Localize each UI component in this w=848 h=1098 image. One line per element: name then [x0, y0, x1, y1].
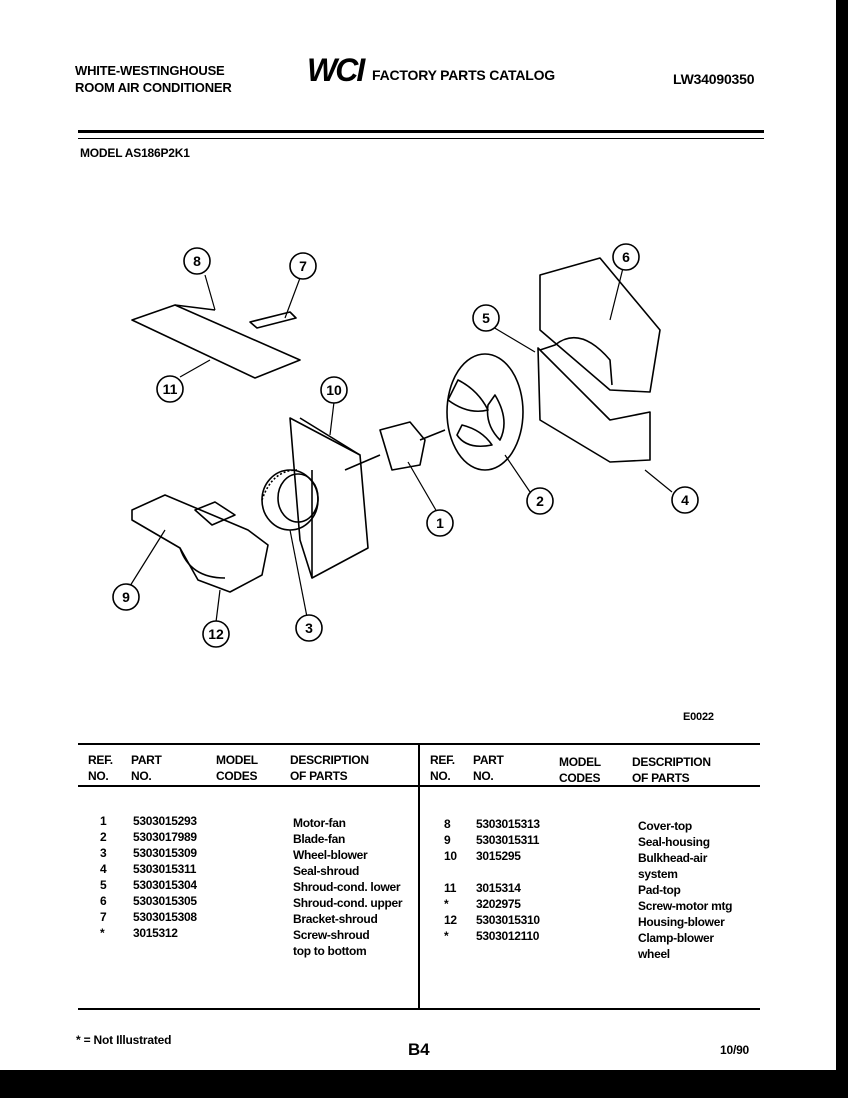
svg-text:8: 8 [193, 253, 201, 269]
svg-text:1: 1 [436, 515, 444, 531]
table-bottom-rule [78, 1008, 760, 1010]
callout-2: 2 [526, 487, 554, 515]
catalog-title: FACTORY PARTS CATALOG [372, 67, 555, 83]
header-rule-thick [78, 130, 764, 133]
callout-12: 12 [202, 620, 230, 648]
doc-number: LW34090350 [673, 71, 755, 87]
header-ref-left: REF.NO. [88, 753, 113, 783]
callout-11: 11 [156, 375, 184, 403]
cover-top-part [131, 304, 301, 379]
svg-text:10: 10 [326, 382, 342, 398]
page-number: B4 [408, 1040, 430, 1059]
svg-text:6: 6 [622, 249, 630, 265]
header-rule-thin [78, 138, 764, 139]
bulkhead-part [289, 417, 369, 579]
callout-8: 8 [183, 247, 211, 275]
page-border-right [836, 0, 848, 1098]
callout-10: 10 [320, 376, 348, 404]
figure-code: E0022 [683, 711, 714, 723]
page-border-bottom [0, 1070, 848, 1098]
callout-6: 6 [612, 243, 640, 271]
motor-fan-part [379, 421, 426, 471]
callout-9: 9 [112, 583, 140, 611]
catalog-date: 10/90 [720, 1043, 750, 1057]
svg-text:4: 4 [681, 492, 689, 508]
pad-top-part [249, 311, 297, 329]
callout-4: 4 [671, 486, 699, 514]
svg-text:7: 7 [299, 258, 307, 274]
svg-text:2: 2 [536, 493, 544, 509]
blade-fan-part [446, 353, 524, 471]
brand-line-1: WHITE-WESTINGHOUSE [75, 63, 225, 78]
callout-7: 7 [289, 252, 317, 280]
shroud-lower-part [537, 347, 651, 463]
svg-text:5: 5 [482, 310, 490, 326]
shroud-upper-part [539, 257, 661, 393]
callout-3: 3 [295, 614, 323, 642]
svg-text:9: 9 [122, 589, 130, 605]
wci-logo: WCI [307, 52, 368, 86]
callout-1: 1 [426, 509, 454, 537]
svg-text:12: 12 [208, 626, 224, 642]
exploded-parts-diagram: 8 7 11 10 5 6 1 2 4 9 12 3 [112, 243, 699, 648]
model-label: MODEL AS186P2K1 [80, 146, 190, 160]
table-center-divider [418, 743, 420, 1009]
brand-line-2: ROOM AIR CONDITIONER [75, 80, 232, 95]
header-ref-right: REF.NO. [430, 753, 455, 783]
callout-5: 5 [472, 304, 500, 332]
wci-logo-text: WCI [307, 52, 366, 86]
not-illustrated-note: * = Not Illustrated [76, 1033, 172, 1047]
svg-text:11: 11 [163, 381, 178, 397]
blower-housing-part [131, 494, 269, 593]
svg-text:3: 3 [305, 620, 313, 636]
